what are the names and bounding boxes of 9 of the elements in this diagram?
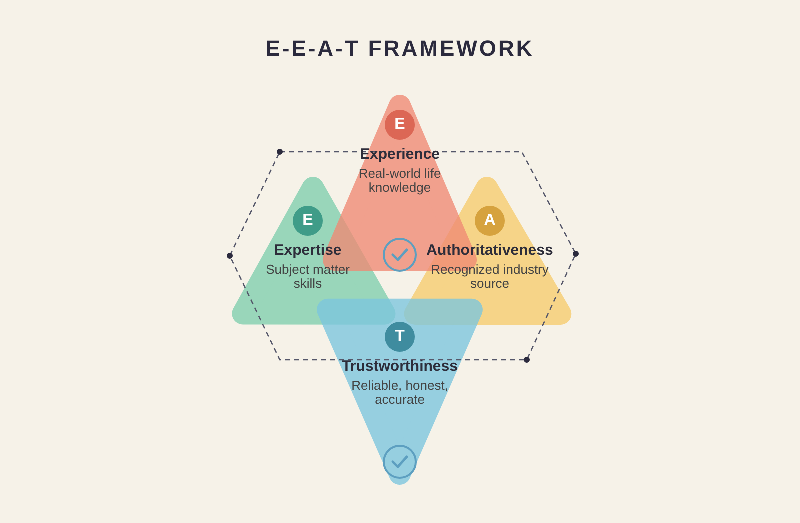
- diagram-title: E-E-A-T FRAMEWORK: [264, 36, 536, 62]
- description: Subject matter skills: [265, 263, 351, 291]
- heading: Authoritativeness: [426, 242, 554, 259]
- description: Reliable, honest, accurate: [350, 379, 450, 407]
- description: Recognized industry source: [430, 263, 550, 291]
- heading: Trustworthiness: [342, 358, 458, 375]
- heading: Expertise: [274, 242, 342, 259]
- heading: Experience: [360, 146, 440, 163]
- description: Real-world life knowledge: [358, 167, 442, 195]
